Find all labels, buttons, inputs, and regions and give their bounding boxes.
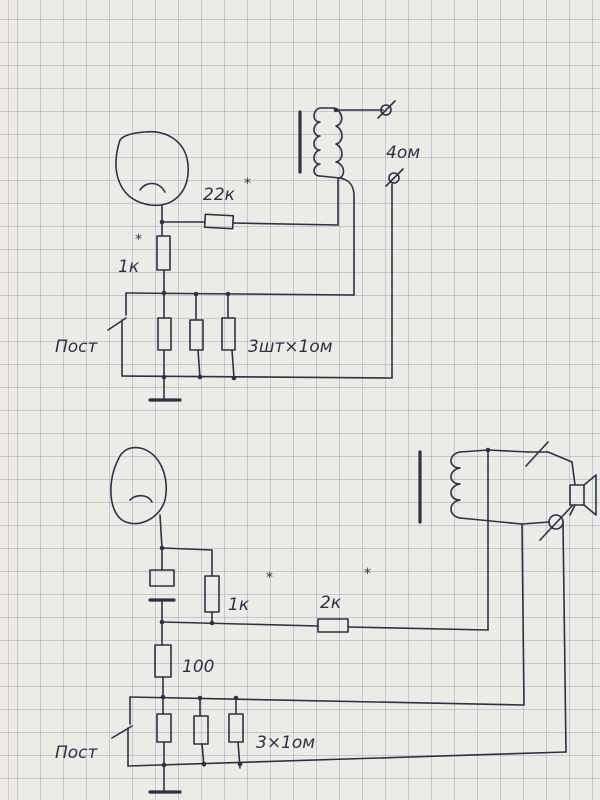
terminal-slash xyxy=(385,168,404,187)
junction-dot xyxy=(237,761,243,767)
transformer-secondary-coil xyxy=(333,107,345,179)
star-mark: * xyxy=(135,232,142,248)
resistor-2k xyxy=(317,618,349,633)
pot-wiper xyxy=(111,725,133,739)
bottom-tube-envelope xyxy=(110,446,167,525)
resistor-1k-label: 1к xyxy=(118,257,140,277)
speaker-terminal xyxy=(380,104,392,116)
load-resistor xyxy=(157,317,172,351)
top-tube-envelope xyxy=(115,130,189,207)
top-circuit: 22к * 4ом 1к * xyxy=(55,100,420,402)
resistor-1k-label: 1к xyxy=(228,595,250,615)
bottom-circuit: 1к * 2к * 100 xyxy=(55,441,597,794)
load-label: 3шт×1ом xyxy=(248,337,333,357)
wire xyxy=(161,547,213,551)
resistor-2k-label: 2к xyxy=(320,593,342,613)
wire xyxy=(339,177,355,296)
junction-dot xyxy=(201,761,207,767)
load-resistor xyxy=(221,317,236,351)
terminal-slash xyxy=(539,505,573,541)
resistor-22k xyxy=(203,213,235,230)
wire xyxy=(521,523,525,706)
wire xyxy=(459,449,489,453)
wire xyxy=(125,292,355,296)
wire xyxy=(129,696,525,706)
wire xyxy=(197,349,201,379)
wire xyxy=(232,222,339,226)
wire xyxy=(521,521,550,525)
speaker-terminal xyxy=(388,172,400,184)
resistor-22k-label: 22к xyxy=(203,185,236,205)
terminal-slash xyxy=(377,100,396,119)
junction-dot xyxy=(231,375,237,381)
wire xyxy=(487,449,529,453)
transformer-primary-coil xyxy=(450,451,461,519)
capacitor xyxy=(149,569,175,587)
wire xyxy=(562,521,567,753)
speaker-symbol xyxy=(569,484,585,506)
pot-label: Пост xyxy=(55,743,99,763)
wire xyxy=(159,514,163,549)
wire xyxy=(571,461,576,486)
transformer-primary-coil xyxy=(313,107,321,177)
junction-dot xyxy=(159,619,165,625)
wire xyxy=(231,349,235,379)
load-resistor xyxy=(156,713,172,743)
load-label: 3×1ом xyxy=(256,733,315,753)
star-mark: * xyxy=(364,566,371,582)
pot-label: Пост xyxy=(55,337,99,357)
star-mark: * xyxy=(244,176,251,192)
load-resistor xyxy=(228,713,244,743)
speaker-label: 4ом xyxy=(386,143,420,163)
wire xyxy=(569,504,576,516)
bottom-tube-anode xyxy=(129,494,153,503)
margin-line xyxy=(8,0,9,800)
wire xyxy=(121,375,393,379)
resistor-100 xyxy=(154,644,172,678)
terminal-slash xyxy=(525,441,549,467)
pot-wiper xyxy=(107,317,127,331)
junction-dot xyxy=(209,620,215,626)
wire xyxy=(459,517,523,525)
wire xyxy=(127,751,567,767)
junction-dot xyxy=(161,374,167,380)
junction-dot xyxy=(197,374,203,380)
wire xyxy=(161,621,319,627)
resistor-1k xyxy=(204,575,220,613)
load-resistor xyxy=(193,715,209,745)
wire xyxy=(547,451,573,463)
top-tube-anode xyxy=(139,182,166,193)
speaker-cone xyxy=(583,474,597,516)
wire xyxy=(319,175,341,179)
star-mark: * xyxy=(266,570,273,586)
wire xyxy=(347,626,489,631)
junction-dot xyxy=(161,762,167,768)
resistor-1k xyxy=(156,235,171,271)
load-resistor xyxy=(189,319,204,351)
resistor-100-label: 100 xyxy=(182,657,214,677)
